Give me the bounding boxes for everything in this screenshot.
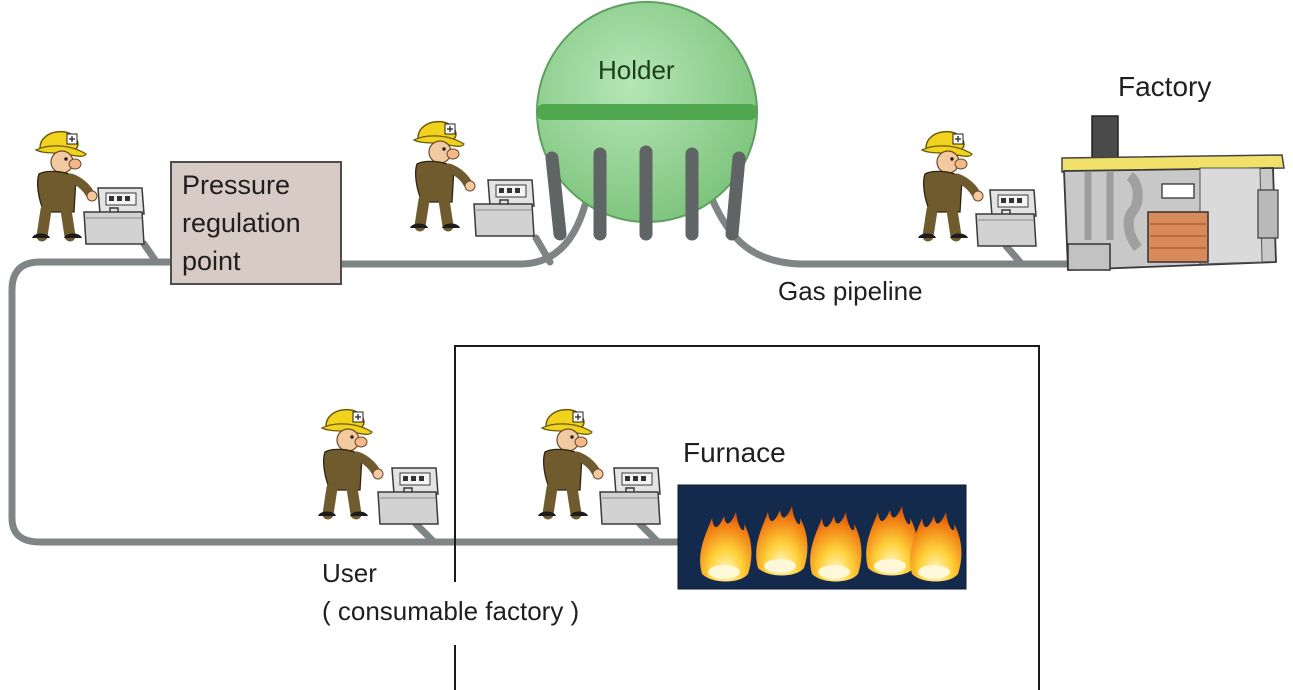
user-label: User [322, 558, 377, 588]
furnace-flame-icon [677, 484, 967, 590]
holder-label: Holder [598, 55, 675, 85]
factory-building-icon [1061, 115, 1285, 271]
consumable-factory-label: ( consumable factory ) [322, 596, 580, 626]
worker-icon [538, 410, 603, 516]
pressure-regulation-point-box [170, 161, 342, 285]
gas-holder-sphere-icon [536, 1, 758, 241]
factory-label: Factory [1118, 71, 1212, 102]
pressure-regulation-label-line2: regulation [182, 208, 301, 238]
worker-icon [918, 132, 983, 238]
worker-icon [318, 410, 383, 516]
pressure-regulation-label-line1: Pressure [182, 170, 291, 200]
gas-pipeline [8, 186, 1070, 546]
worker-icon [410, 122, 475, 228]
measuring-case-icon [473, 179, 535, 237]
furnace-label: Furnace [683, 437, 786, 468]
measuring-case-icon [377, 467, 439, 525]
pressure-regulation-label-line3: point [182, 246, 241, 276]
user-boundary-box [454, 345, 1040, 690]
gas-pipeline-label: Gas pipeline [778, 276, 923, 306]
measuring-case-icon [599, 467, 661, 525]
measuring-case-icon [975, 189, 1037, 247]
